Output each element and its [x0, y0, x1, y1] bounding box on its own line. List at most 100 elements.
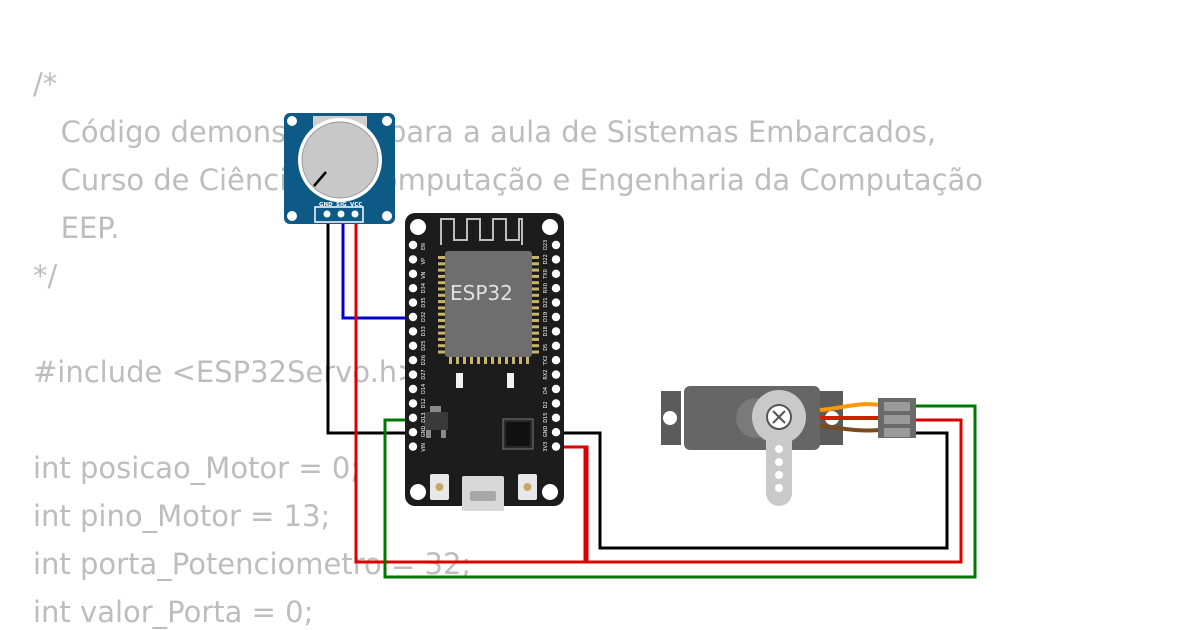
esp32-pin-hole[interactable]	[551, 384, 561, 394]
pot-pin-label-vcc: VCC	[350, 202, 362, 208]
servo-cable-signal	[819, 402, 881, 412]
chip-pad	[438, 300, 446, 304]
esp32-pin-hole[interactable]	[551, 327, 561, 336]
esp32-pin-label: RX0	[543, 283, 549, 293]
potentiometer[interactable]: GND SIG VCC	[284, 113, 395, 224]
pot-mount-hole	[287, 211, 297, 221]
chip-pad	[438, 325, 446, 329]
esp32-mount-hole	[410, 484, 426, 500]
chip-pad	[512, 356, 515, 364]
esp32-pin-hole[interactable]	[551, 312, 561, 322]
esp32-pin-hole[interactable]	[408, 356, 418, 365]
boot-button-cap[interactable]	[523, 483, 532, 491]
chip-pad	[531, 331, 539, 335]
esp32-pin-hole[interactable]	[551, 298, 561, 307]
esp32-pin-label: TX2	[543, 356, 549, 367]
pot-knob-indicator	[313, 171, 327, 187]
esp32-pin-hole[interactable]	[408, 312, 418, 322]
esp32-pin-hole[interactable]	[408, 255, 418, 264]
esp32-pin-hole[interactable]	[408, 269, 418, 278]
regulator-tab	[430, 406, 441, 412]
servo-connector-pin[interactable]	[884, 428, 910, 437]
esp32-pin-label: VIN	[421, 443, 427, 452]
esp32-pin-hole[interactable]	[408, 341, 418, 350]
wire-pot-sig-to-d32	[341, 214, 413, 320]
esp32-pin-hole[interactable]	[551, 240, 561, 250]
esp32-pin-label: D21	[543, 297, 549, 307]
esp32-pin-label: RX2	[543, 370, 549, 380]
esp32-pin-label: D15	[543, 413, 549, 423]
chip-pad	[438, 337, 446, 341]
esp32-pin-hole[interactable]	[551, 341, 561, 350]
chip-pad	[531, 337, 539, 341]
esp32-pin-hole[interactable]	[408, 413, 418, 422]
chip-pad	[477, 356, 480, 364]
esp32-pin-hole[interactable]	[408, 327, 418, 336]
esp32-pin-label: D33	[421, 326, 427, 336]
servo-mount-hole	[663, 411, 677, 425]
esp32-pin-hole[interactable]	[408, 384, 418, 394]
chip-pad	[531, 281, 539, 285]
servo-motor[interactable]	[661, 386, 916, 506]
esp32-pin-label: D18	[543, 326, 549, 336]
chip-pad	[438, 262, 446, 266]
esp32-pin-hole[interactable]	[408, 284, 418, 293]
code-line: EEP.	[33, 211, 120, 245]
esp32-pin-label: D26	[421, 355, 427, 365]
esp32-pin-hole[interactable]	[408, 370, 418, 379]
chip-pad	[505, 356, 508, 364]
esp32-board[interactable]: ESP32 ENVPVND34D35D32D33D25D26D27D14D12D…	[405, 213, 564, 511]
esp32-pin-hole[interactable]	[551, 399, 561, 408]
esp32-pin-label: EN	[421, 243, 427, 250]
servo-connector-pin[interactable]	[884, 402, 910, 411]
chip-pad	[438, 274, 446, 278]
wire-d13-to-servo-signal	[383, 404, 977, 579]
chip-pad	[438, 293, 446, 297]
esp32-pin-hole[interactable]	[551, 269, 561, 278]
servo-connector-pin[interactable]	[884, 415, 910, 424]
chip-pad	[531, 262, 539, 266]
chip-pad	[531, 350, 539, 354]
chip-pad	[438, 319, 446, 322]
esp32-pin-hole[interactable]	[551, 428, 561, 437]
pot-header	[314, 206, 364, 223]
pot-mount-hole	[382, 116, 392, 126]
chip-pad	[526, 356, 529, 364]
esp32-pin-label: D27	[421, 369, 427, 379]
esp32-pin-hole[interactable]	[551, 255, 561, 264]
chip-pad	[438, 344, 446, 348]
esp32-pin-hole[interactable]	[408, 240, 418, 250]
pot-pin-gnd[interactable]	[323, 210, 331, 218]
esp32-smd-part	[507, 373, 514, 388]
esp32-right-pins: D23D22TX0RX0D21D19D18D5TX2RX2D4D2D15GND3…	[543, 240, 561, 452]
chip-pad	[531, 274, 539, 278]
esp32-pin-hole[interactable]	[408, 428, 418, 437]
esp32-pin-hole[interactable]	[551, 413, 561, 422]
code-line: #include <ESP32Servo.h>	[33, 355, 422, 389]
esp32-pin-hole[interactable]	[408, 442, 418, 451]
regulator-leg	[441, 430, 446, 438]
esp32-pin-hole[interactable]	[551, 442, 561, 451]
chip-pad	[438, 306, 446, 310]
pot-mount-hole	[287, 116, 297, 126]
esp32-pin-hole[interactable]	[551, 356, 561, 365]
code-line: /*	[33, 67, 58, 101]
esp32-pin-hole[interactable]	[408, 399, 418, 408]
chip-pad	[438, 287, 446, 291]
pot-pin-vcc[interactable]	[351, 210, 359, 218]
esp32-pin-label: D12	[421, 398, 427, 408]
pot-pin-sig[interactable]	[337, 210, 345, 218]
esp32-pin-hole[interactable]	[551, 284, 561, 293]
pot-knob[interactable]	[301, 121, 379, 199]
esp32-mount-hole	[542, 219, 558, 235]
chip-pad	[531, 300, 539, 304]
chip-pad	[438, 281, 446, 285]
esp32-pin-hole[interactable]	[551, 370, 561, 379]
esp32-pin-label: D14	[421, 384, 427, 394]
code-line: */	[33, 259, 58, 293]
chip-pad	[531, 268, 539, 272]
esp32-pin-hole[interactable]	[408, 298, 418, 307]
en-button-cap[interactable]	[435, 483, 444, 491]
esp32-pin-label: D32	[421, 312, 427, 322]
